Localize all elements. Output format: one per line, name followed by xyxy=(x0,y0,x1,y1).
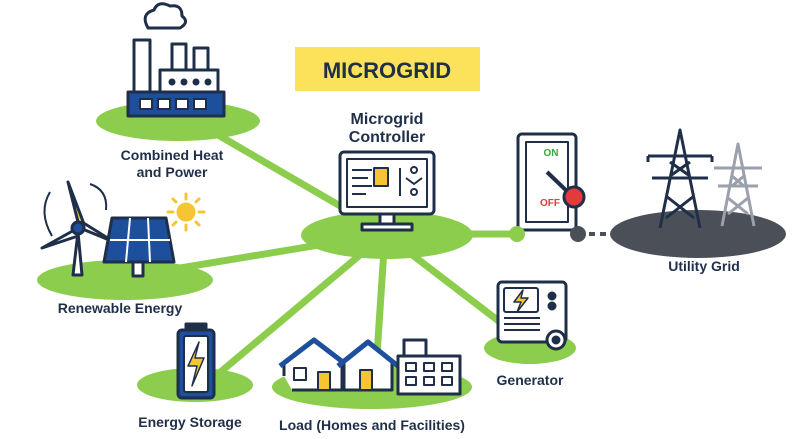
pad-renewable xyxy=(37,260,213,300)
chp-label-line1: Combined Heat xyxy=(121,147,224,163)
wind-turbine-icon xyxy=(40,180,116,277)
generator-icon xyxy=(496,280,568,351)
building-icon xyxy=(396,338,462,396)
page-title: MICROGRID xyxy=(323,58,451,83)
switch-on-label: ON xyxy=(544,148,559,159)
load-label: Load (Homes and Facilities) xyxy=(279,417,465,433)
link-storage xyxy=(201,230,389,389)
pad-utility xyxy=(610,210,786,258)
pad-controller xyxy=(301,211,473,259)
renewable-label: Renewable Energy xyxy=(58,300,183,316)
solar-panel-icon xyxy=(102,216,176,278)
switch-off-label: OFF xyxy=(540,198,560,209)
controller-label-line2: Controller xyxy=(349,129,425,146)
switch-node-green xyxy=(509,226,525,242)
controller-label-line1: Microgrid xyxy=(351,111,424,128)
battery-icon xyxy=(176,322,216,400)
factory-icon xyxy=(126,2,226,118)
utility-label: Utility Grid xyxy=(668,258,740,274)
transmission-tower-icon xyxy=(646,128,762,229)
title-bg xyxy=(295,47,480,91)
sun-icon xyxy=(166,192,206,232)
chp-label-line2: and Power xyxy=(137,164,208,180)
generator-label: Generator xyxy=(497,372,564,388)
monitor-icon xyxy=(338,150,436,232)
houses-icon xyxy=(278,337,400,392)
title-banner: MICROGRID xyxy=(295,47,480,91)
switch-node-gray xyxy=(570,226,586,242)
switch-icon xyxy=(516,132,586,232)
storage-label: Energy Storage xyxy=(138,414,242,430)
